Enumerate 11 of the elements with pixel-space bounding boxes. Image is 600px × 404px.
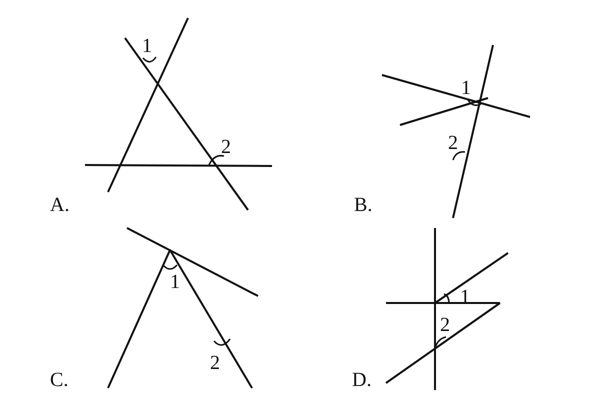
option-letter: A. [50,195,70,215]
angle-number: 2 [448,133,458,153]
angle-number: 2 [210,353,220,373]
option-letter: D. [352,370,372,390]
option-letter: C. [50,370,68,390]
option-letter: B. [354,195,372,215]
angle-number: 1 [142,36,152,56]
angle-number: 1 [461,78,471,98]
angle-number: 2 [221,137,231,157]
angle-number: 2 [440,315,450,335]
angle-number: 1 [170,272,180,292]
